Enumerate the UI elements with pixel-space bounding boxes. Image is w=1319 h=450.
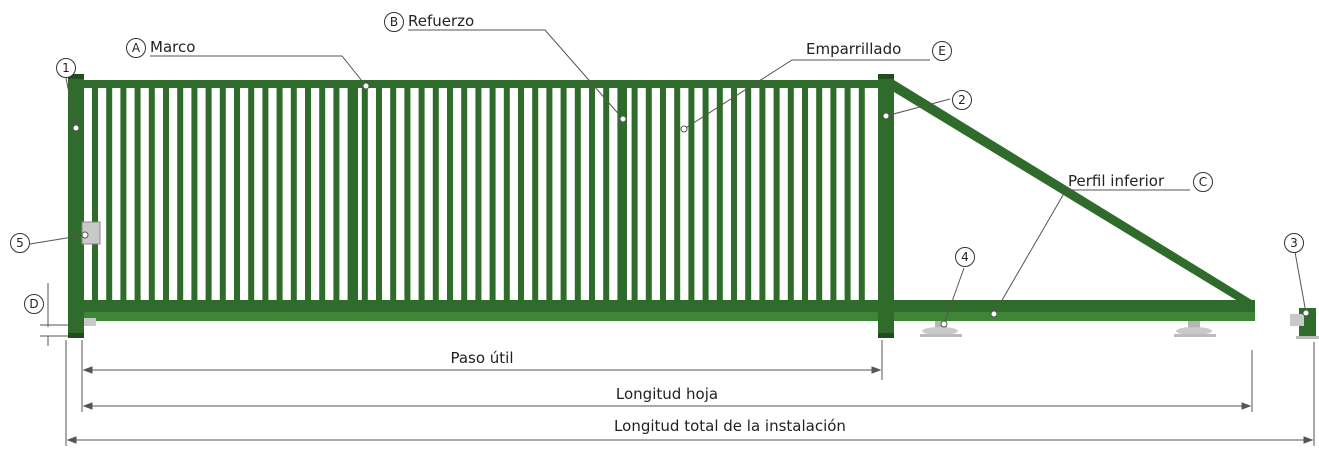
leader-3 — [1294, 251, 1307, 314]
grid-bar — [290, 88, 297, 300]
grid-bar — [787, 88, 794, 300]
grid-bar — [674, 88, 681, 300]
leader-emparrillado — [683, 59, 930, 130]
grid-bar — [404, 88, 411, 300]
callout-c-badge: C — [1193, 172, 1213, 192]
grid-bar — [205, 88, 212, 300]
grid-bar — [163, 88, 169, 300]
grid-bar — [475, 88, 482, 300]
grid-bar — [631, 88, 638, 300]
grid-bar — [802, 88, 808, 300]
grid-bar — [574, 88, 581, 300]
grid-bar — [589, 88, 595, 300]
grid-bar — [532, 88, 539, 300]
grid-bar — [177, 88, 184, 300]
leader-4 — [943, 267, 965, 325]
grid-bar — [191, 88, 198, 300]
grid-bar — [461, 88, 468, 300]
grid-bar — [731, 88, 737, 300]
diagonal-brace — [894, 80, 1255, 306]
grid-bar — [390, 88, 397, 300]
end-receiver-post — [1290, 308, 1319, 339]
callout-b-badge: B — [384, 12, 404, 32]
callout-d-badge: D — [24, 294, 44, 314]
grid-bar — [503, 88, 510, 300]
grid-bar — [106, 88, 113, 300]
leader-marco — [150, 55, 367, 87]
grid-bar — [134, 88, 141, 300]
leader-perfil — [993, 189, 1190, 315]
grid-bar — [276, 88, 283, 300]
grid-bar — [248, 88, 255, 300]
grid-bar — [617, 88, 624, 300]
lock-plate — [81, 221, 101, 245]
grid-bar — [773, 88, 780, 300]
grid-bar — [361, 88, 368, 300]
grid-bar — [148, 88, 155, 300]
dimension-longitud-hoja: Longitud hoja — [615, 385, 719, 403]
grid-bar — [92, 88, 98, 300]
grid-bar — [418, 88, 425, 300]
callout-e-badge: E — [932, 41, 952, 61]
part-2-badge: 2 — [952, 90, 972, 110]
right-post — [878, 74, 894, 338]
grid-bar — [816, 88, 823, 300]
grid-bar — [660, 88, 666, 300]
grid-bar — [844, 88, 851, 300]
part-5-badge: 5 — [10, 233, 30, 253]
grid-bar — [716, 88, 723, 300]
part-3-badge: 3 — [1284, 233, 1304, 253]
grid-bar — [759, 88, 766, 300]
grid-bar — [645, 88, 652, 300]
bottom-profile — [80, 300, 1255, 312]
gate-drawing — [68, 74, 1319, 339]
grid-bar — [546, 88, 553, 300]
dimension-d-marker — [40, 283, 68, 346]
grid-bar — [120, 88, 127, 300]
grid-bar — [262, 88, 269, 300]
leader-1 — [65, 77, 77, 129]
dimension-paso-util: Paso útil — [450, 349, 514, 367]
grid-bar — [489, 88, 496, 300]
callout-a-badge: A — [126, 38, 146, 58]
leader-refuerzo — [408, 29, 624, 120]
top-frame-rail — [80, 80, 885, 88]
grid-bar — [234, 88, 240, 300]
callout-b-label: Refuerzo — [408, 12, 475, 30]
grid-bar — [376, 88, 382, 300]
roller-right — [1174, 321, 1216, 337]
grid-bar — [518, 88, 524, 300]
leader-lines — [29, 29, 1307, 325]
grid-bar — [219, 88, 226, 300]
dimension-longitud-total: Longitud total de la instalación — [614, 417, 846, 435]
grid-bars — [92, 88, 865, 300]
part-4-badge: 4 — [955, 247, 975, 267]
callout-e-label: Emparrillado — [806, 40, 902, 58]
reinforcement-left — [352, 84, 358, 304]
dimension-lines — [65, 340, 1315, 446]
leader-5 — [29, 234, 86, 245]
grid-bar — [830, 88, 837, 300]
bottom-profile-lower — [80, 312, 1255, 321]
grid-bar — [347, 88, 354, 300]
grid-bar — [333, 88, 340, 300]
grid-bar — [447, 88, 453, 300]
grid-bar — [858, 88, 865, 300]
grid-bar — [745, 88, 752, 300]
grid-bar — [702, 88, 709, 300]
callout-c-label: Perfil inferior — [1068, 172, 1165, 190]
grid-bar — [305, 88, 311, 300]
grid-bar — [319, 88, 326, 300]
leader-dots — [72, 82, 1310, 328]
reinforcement-right — [621, 84, 627, 304]
grid-bar — [560, 88, 567, 300]
callout-a-label: Marco — [150, 38, 196, 56]
part-1-badge: 1 — [56, 58, 76, 78]
grid-bar — [688, 88, 695, 300]
leader-2 — [885, 98, 951, 117]
grid-bar — [432, 88, 439, 300]
grid-bar — [603, 88, 610, 300]
left-post — [68, 74, 84, 338]
